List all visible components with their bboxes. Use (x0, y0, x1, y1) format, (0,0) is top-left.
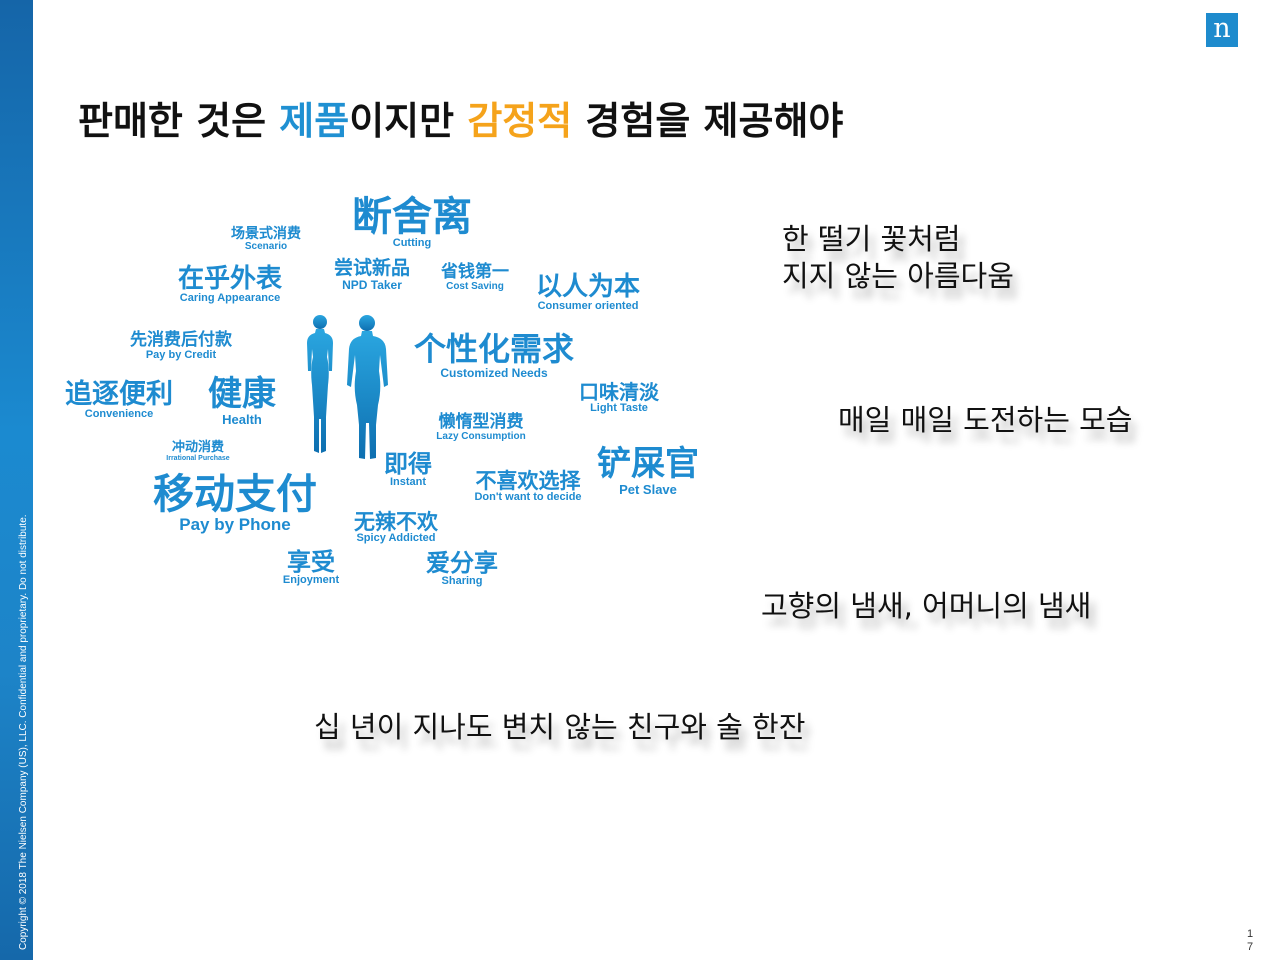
copyright-text: Copyright © 2018 The Nielsen Company (US… (18, 514, 29, 950)
quote-strawberry-line2: 지지 않는 아름다움 (782, 259, 1014, 293)
quote-friend: 십 년이 지나도 변치 않는 친구와 술 한잔 (314, 710, 806, 744)
title-part1: 판매한 것은 (78, 99, 280, 143)
sidebar-bar: Copyright © 2018 The Nielsen Company (US… (0, 0, 33, 960)
title-highlight-emotional: 감정적 (467, 99, 573, 143)
page-number-digit2: 7 (1246, 941, 1254, 953)
quote-strawberry-line1: 한 떨기 꽃처럼 (782, 222, 961, 256)
quote-strawberry: 한 떨기 꽃처럼 지지 않는 아름다움 (782, 221, 1014, 295)
title-part2: 이지만 (349, 99, 468, 143)
quote-hometown: 고향의 냄새, 어머니의 냄새 (761, 589, 1092, 623)
title-part3: 경험을 제공해야 (572, 99, 844, 143)
title-highlight-product: 제품 (279, 99, 350, 143)
page-number: 1 7 (1244, 928, 1256, 954)
human-figures-icon (307, 315, 388, 459)
slide-title: 판매한 것은 제품이지만 감정적 경험을 제공해야 (78, 90, 843, 145)
nielsen-logo: n (1206, 13, 1238, 47)
page-number-digit1: 1 (1246, 928, 1254, 940)
quote-challenge: 매일 매일 도전하는 모습 (838, 403, 1133, 437)
